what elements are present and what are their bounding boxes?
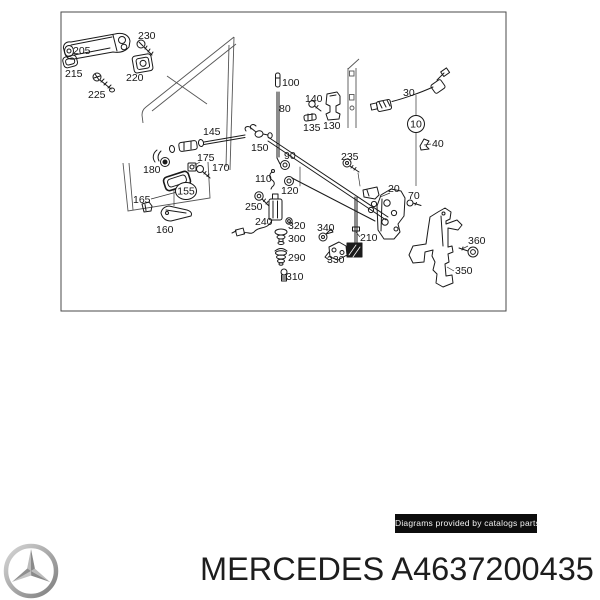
part-310-plug bbox=[280, 268, 288, 282]
part-label-235: 235 bbox=[341, 151, 359, 163]
part-label-215: 215 bbox=[65, 68, 83, 80]
part-label-220: 220 bbox=[126, 72, 144, 84]
part-label-40: 40 bbox=[432, 138, 444, 150]
part-label-100: 100 bbox=[282, 77, 300, 89]
part-label-165: 165 bbox=[133, 194, 151, 206]
part-225-bolt bbox=[92, 72, 115, 93]
part-135-clip bbox=[303, 113, 317, 122]
part-350-bracket bbox=[408, 207, 463, 288]
part-label-205: 205 bbox=[73, 45, 91, 57]
part-label-120: 120 bbox=[281, 185, 299, 197]
part-210-rod-boot bbox=[346, 196, 363, 258]
part-180-elbow bbox=[152, 149, 170, 167]
watermark-badge: Diagrams provided by catalogs parts bbox=[395, 514, 540, 533]
part-330-bracket bbox=[324, 241, 348, 261]
door-jamb bbox=[347, 58, 360, 128]
part-label-360: 360 bbox=[468, 235, 486, 247]
part-label-340: 340 bbox=[317, 222, 335, 234]
part-240-actuator bbox=[231, 193, 283, 237]
part-label-320: 320 bbox=[288, 220, 306, 232]
part-label-80: 80 bbox=[279, 103, 291, 115]
part-label-350: 350 bbox=[455, 265, 473, 277]
part-290-grommet bbox=[274, 248, 288, 266]
part-label-10: 10 bbox=[410, 119, 422, 131]
part-340-grommet bbox=[318, 228, 334, 242]
part-label-90: 90 bbox=[284, 150, 296, 162]
part-label-150: 150 bbox=[251, 142, 269, 154]
part-label-225: 225 bbox=[88, 89, 106, 101]
part-90-bushing bbox=[280, 160, 290, 170]
part-30-wire-harness bbox=[369, 67, 451, 112]
part-250-screw bbox=[254, 191, 270, 207]
part-205-door-handle bbox=[63, 32, 131, 60]
part-70-screw bbox=[406, 199, 422, 207]
part-label-330: 330 bbox=[327, 254, 345, 266]
part-label-circle-10 bbox=[407, 115, 425, 133]
part-label-175: 175 bbox=[197, 152, 215, 164]
part-label-20: 20 bbox=[388, 183, 400, 195]
mercedes-logo bbox=[3, 543, 59, 599]
part-145-cable bbox=[168, 134, 246, 153]
part-235-screw bbox=[342, 158, 361, 187]
part-label-160: 160 bbox=[156, 224, 174, 236]
part-label-135: 135 bbox=[303, 122, 321, 134]
part-175-nut bbox=[187, 162, 197, 172]
mercedes-star-icon bbox=[3, 543, 59, 599]
part-215-gasket bbox=[62, 54, 79, 69]
linkage-rods bbox=[267, 136, 389, 222]
part-label-30: 30 bbox=[403, 87, 415, 99]
page-title: MERCEDES A4637200435 bbox=[200, 551, 594, 587]
part-130-bracket bbox=[325, 91, 341, 121]
watermark-text: Diagrams provided by catalogs parts bbox=[395, 518, 540, 528]
part-150-clevis bbox=[244, 124, 273, 139]
part-label-300: 300 bbox=[288, 233, 306, 245]
part-110-hook bbox=[269, 169, 275, 190]
part-120-bushing bbox=[284, 176, 294, 186]
part-label-70: 70 bbox=[408, 190, 420, 202]
part-label-155: 155 bbox=[177, 186, 195, 198]
leader-lines bbox=[150, 143, 469, 272]
part-220-bezel bbox=[131, 53, 154, 74]
part-label-145: 145 bbox=[203, 126, 221, 138]
part-40-clip bbox=[419, 138, 430, 151]
part-170-screw bbox=[196, 165, 211, 179]
part-label-250: 250 bbox=[245, 201, 263, 213]
part-20-bracket bbox=[362, 186, 380, 200]
part-label-210: 210 bbox=[360, 232, 378, 244]
part-300-grommet bbox=[274, 228, 288, 245]
door-window-outline bbox=[122, 36, 237, 212]
diagram-border bbox=[60, 11, 507, 312]
part-label-230: 230 bbox=[138, 30, 156, 42]
part-label-circle-155 bbox=[175, 182, 197, 200]
part-320-grommet bbox=[285, 217, 293, 225]
part-165-clip bbox=[141, 201, 153, 213]
part-label-140: 140 bbox=[305, 93, 323, 105]
part-label-310: 310 bbox=[286, 271, 304, 283]
part-80-rod bbox=[276, 91, 281, 165]
part-label-130: 130 bbox=[323, 120, 341, 132]
part-160-inner-handle bbox=[160, 205, 192, 222]
part-label-290: 290 bbox=[288, 252, 306, 264]
part-100-pin bbox=[275, 72, 281, 88]
part-lock-body bbox=[367, 188, 406, 240]
part-140-screw bbox=[308, 100, 322, 112]
part-label-170: 170 bbox=[212, 162, 230, 174]
part-label-110: 110 bbox=[255, 173, 272, 185]
part-label-180: 180 bbox=[143, 164, 161, 176]
part-label-240: 240 bbox=[255, 216, 273, 228]
part-230-screw bbox=[136, 39, 154, 56]
